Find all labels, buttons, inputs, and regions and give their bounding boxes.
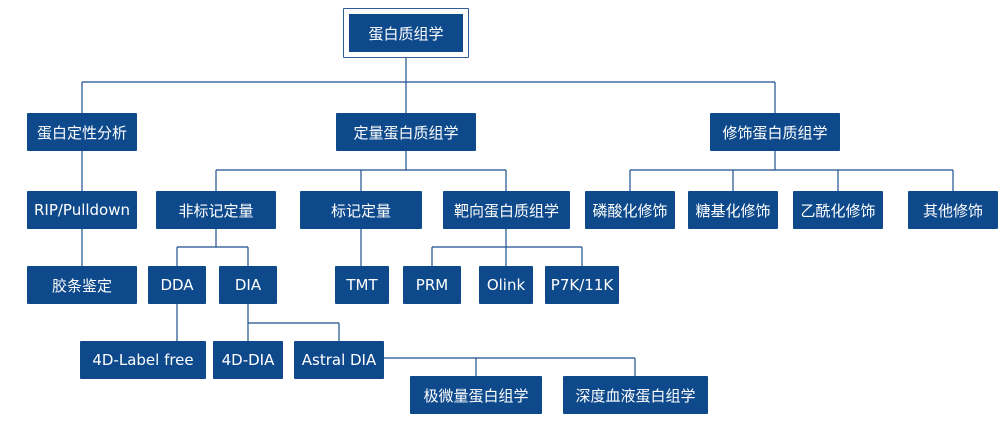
modification-proteomics-node: 修饰蛋白质组学	[710, 113, 840, 151]
rip-pulldown-node: RIP/Pulldown	[27, 191, 137, 229]
label-free-quant-node: 非标记定量	[156, 191, 276, 229]
labeled-quant-node: 标记定量	[300, 191, 422, 229]
dda-node: DDA	[148, 266, 206, 304]
glyco-mod-node: 糖基化修饰	[688, 191, 778, 229]
gel-identification-node: 胶条鉴定	[27, 266, 137, 304]
p7k-11k-node: P7K/11K	[545, 266, 619, 304]
qualitative-analysis-node: 蛋白定性分析	[27, 113, 137, 151]
other-mod-node: 其他修饰	[908, 191, 998, 229]
tmt-node: TMT	[335, 266, 389, 304]
targeted-proteomics-node: 靶向蛋白质组学	[443, 191, 570, 229]
phospho-mod-node: 磷酸化修饰	[585, 191, 675, 229]
dia-node: DIA	[219, 266, 277, 304]
quantitative-proteomics-node: 定量蛋白质组学	[336, 113, 476, 151]
acetyl-mod-node: 乙酰化修饰	[793, 191, 883, 229]
4d-label-free-node: 4D-Label free	[80, 341, 206, 379]
prm-node: PRM	[403, 266, 461, 304]
root-node-label: 蛋白质组学	[349, 14, 463, 52]
4d-dia-node: 4D-DIA	[213, 341, 283, 379]
root-node: 蛋白质组学	[343, 8, 469, 58]
deep-plasma-proteomics-node: 深度血液蛋白组学	[563, 376, 708, 414]
olink-node: Olink	[479, 266, 533, 304]
micro-proteomics-node: 极微量蛋白组学	[410, 376, 542, 414]
astral-dia-node: Astral DIA	[294, 341, 384, 379]
